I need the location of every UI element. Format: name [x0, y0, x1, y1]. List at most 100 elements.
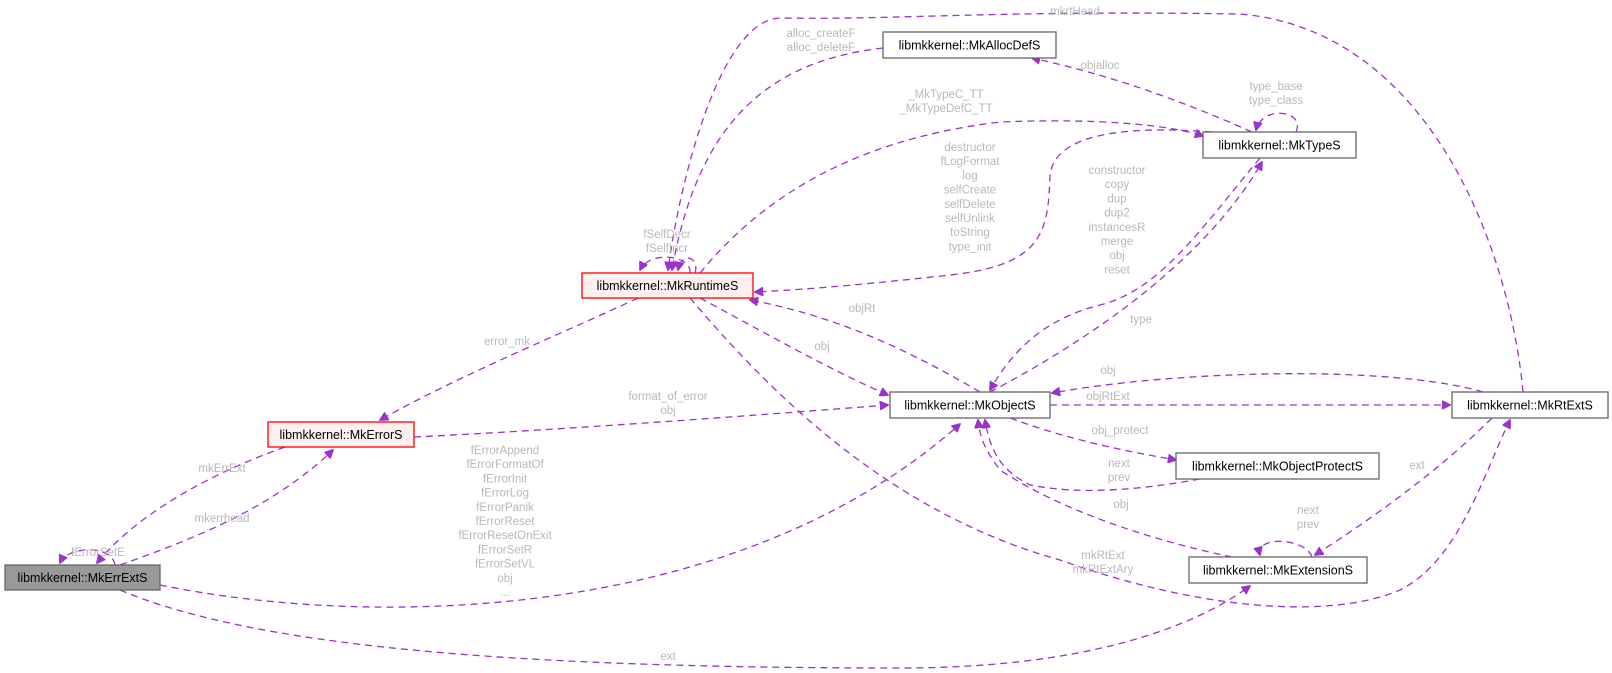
node-mkrtexts[interactable]: libmkkernel::MkRtExtS: [1451, 391, 1609, 419]
edge-label: reset: [1104, 264, 1130, 276]
edge-label: toString: [950, 227, 990, 239]
edge-label: obj_protect: [1092, 425, 1150, 437]
edge-label: fErrorInit: [483, 473, 528, 485]
edge-MkRuntimeS-to-MkErrorS: [380, 297, 639, 420]
edge-label: ...: [500, 587, 510, 599]
edge-label: fErrorSetR: [478, 544, 532, 556]
edge-labels-layer: fErrorSetE mkErrExt mkerrhead error_mkforma…: [71, 6, 1425, 663]
node-label: libmkkernel::MkExtensionS: [1203, 564, 1353, 578]
edge-label: fErrorLog: [481, 488, 529, 500]
node-label: libmkkernel::MkErrExtS: [18, 571, 148, 585]
edge-label: next: [1108, 458, 1131, 470]
edge-label: fErrorPanik: [476, 502, 534, 514]
node-box[interactable]: [1202, 131, 1357, 159]
edge-MkTypeS-to-MkRuntimeS: [755, 129, 1213, 292]
edge-label: log: [962, 170, 977, 182]
edge-label: fLogFormat: [941, 156, 1001, 168]
edge-label: prev: [1108, 472, 1131, 484]
edge-label: obj: [1100, 365, 1115, 377]
edge-label: _MkTypeDefC_TT: [898, 103, 992, 115]
edge-label: merge: [1101, 236, 1134, 248]
edge-MkErrExtS-to-MkErrExtS: [60, 549, 116, 566]
edge-MkRuntimeS-to-MkRuntimeS: [678, 257, 697, 274]
edge-label: instancesR: [1089, 222, 1146, 234]
edge-MkExtensionS-to-MkObjectS: [978, 420, 1233, 558]
edge-label: alloc_deleteF: [787, 42, 855, 54]
edge-MkTypeS-to-MkObjectS: [990, 157, 1261, 390]
edge-label: fErrorSetVL: [475, 559, 536, 571]
edge-label: type: [1130, 314, 1152, 326]
edge-label: destructor: [944, 142, 995, 154]
edge-MkRtExtS-to-MkExtensionS: [1315, 417, 1493, 555]
edge-MkErrorS-to-MkErrExtS: [97, 446, 286, 563]
node-box[interactable]: [4, 564, 161, 591]
edge-label: mkRtExt: [1081, 550, 1125, 562]
edge-label: fErrorResetOnExit: [458, 530, 552, 542]
node-box[interactable]: [889, 391, 1051, 419]
node-label: libmkkernel::MkRtExtS: [1467, 399, 1593, 413]
edge-label: constructor: [1089, 165, 1146, 177]
edge-MkAllocDefS-to-MkRuntimeS: [672, 47, 884, 270]
edge-MkErrorS-to-MkObjectS: [413, 405, 888, 438]
edge-label: mkRtExtAry: [1073, 564, 1134, 576]
edge-label: type_init: [949, 241, 993, 253]
edge-label: type_class: [1249, 95, 1304, 107]
node-box[interactable]: [267, 421, 415, 448]
edge-label: obj: [1109, 250, 1124, 262]
node-box[interactable]: [581, 272, 754, 299]
edge-MkErrExtS-to-MkExtensionS: [119, 586, 1250, 669]
edge-MkTypeS-to-MkTypeS: [1256, 112, 1299, 133]
edge-label: next: [1297, 505, 1320, 517]
node-mkobjectprotects[interactable]: libmkkernel::MkObjectProtectS: [1175, 452, 1380, 480]
edge-label: fErrorFormatOf: [466, 459, 544, 471]
node-label: libmkkernel::MkObjectS: [904, 399, 1035, 413]
edge-label: fSelfDecr: [643, 229, 690, 241]
edge-label: objRt: [849, 303, 877, 315]
edge-label: objRtExt: [1086, 391, 1130, 403]
edge-label: mkErrExt: [198, 463, 246, 475]
node-label: libmkkernel::MkRuntimeS: [597, 279, 739, 293]
node-mkruntimes[interactable]: libmkkernel::MkRuntimeS: [581, 272, 754, 299]
node-label: libmkkernel::MkAllocDefS: [899, 39, 1041, 53]
node-mktypes[interactable]: libmkkernel::MkTypeS: [1202, 131, 1357, 159]
edge-MkObjectProtectS-to-MkObjectS: [985, 420, 1201, 492]
edge-MkRtExtS-to-MkRuntimeS: [668, 12, 1524, 393]
edge-MkRtExtS-to-MkObjectS: [1052, 373, 1484, 393]
edge-label: dup: [1107, 193, 1126, 205]
edge-label: fErrorReset: [476, 516, 536, 528]
edge-MkErrExtS-to-MkObjectS: [159, 424, 960, 608]
edge-label: obj: [660, 405, 675, 417]
edge-MkRuntimeS-to-MkRtExtS: [689, 297, 1510, 608]
edge-label: format_of_error: [628, 391, 707, 403]
edge-MkRuntimeS-to-MkObjectS: [699, 297, 888, 395]
edge-label: error_mk: [484, 336, 530, 348]
edge-label: ext: [1409, 460, 1425, 472]
edge-MkObjectS-to-MkObjectProtectS: [1009, 417, 1176, 460]
node-mkerrexts[interactable]: libmkkernel::MkErrExtS: [4, 564, 161, 591]
edge-label: alloc_createF: [786, 28, 855, 40]
node-box[interactable]: [1188, 556, 1368, 584]
edge-label: objalloc: [1081, 60, 1120, 72]
edge-MkRuntimeS-to-MkTypeS: [699, 120, 1203, 274]
edge-MkExtensionS-to-MkExtensionS: [1260, 540, 1313, 558]
node-box[interactable]: [1175, 452, 1380, 480]
edge-label: fSelfIncr: [646, 243, 688, 255]
node-mkerrors[interactable]: libmkkernel::MkErrorS: [267, 421, 415, 448]
edge-label: type_base: [1249, 81, 1302, 93]
edge-label: mkerrhead: [195, 513, 250, 525]
edge-label: fErrorAppend: [471, 445, 539, 457]
edge-label: dup2: [1104, 208, 1130, 220]
node-box[interactable]: [882, 31, 1057, 59]
edge-label: obj: [497, 573, 512, 585]
node-label: libmkkernel::MkTypeS: [1218, 139, 1340, 153]
node-box[interactable]: [1451, 391, 1609, 419]
nodes-layer: libmkkernel::MkErrExtS libmkkernel::MkErr…: [4, 31, 1609, 591]
edge-MkObjectS-to-MkTypeS: [989, 162, 1262, 393]
edge-label: obj: [1113, 499, 1128, 511]
edge-MkTypeS-to-MkAllocDefS: [1032, 58, 1253, 133]
edge-label: ext: [660, 651, 676, 663]
node-mkobjects[interactable]: libmkkernel::MkObjectS: [889, 391, 1051, 419]
node-mkallocdefs[interactable]: libmkkernel::MkAllocDefS: [882, 31, 1057, 59]
edge-label: fErrorSetE: [71, 547, 125, 559]
node-mkextensions[interactable]: libmkkernel::MkExtensionS: [1188, 556, 1368, 584]
